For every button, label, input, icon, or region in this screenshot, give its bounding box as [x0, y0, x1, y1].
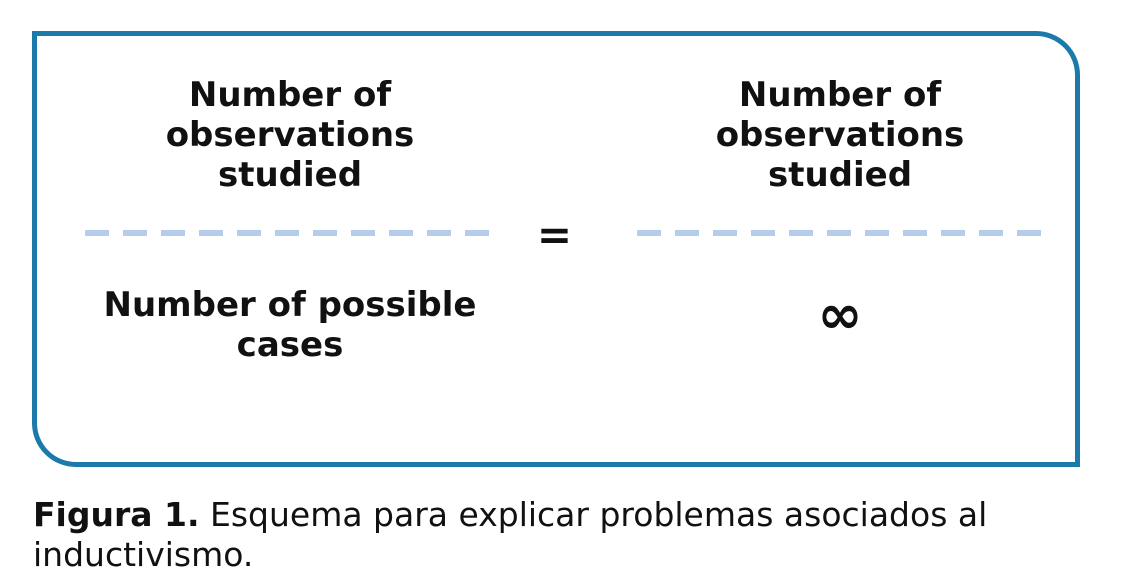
right-fraction-bar [637, 230, 1043, 236]
equation-box: Number of observations studied Number of… [32, 31, 1080, 467]
figure-caption: Figura 1. Esquema para explicar problema… [33, 495, 1113, 572]
figure-caption-label: Figura 1. [33, 495, 200, 534]
infinity-symbol: ∞ [817, 283, 863, 346]
equals-sign: = [536, 210, 573, 259]
figure-caption-text: Esquema para explicar problemas asociado… [33, 495, 988, 572]
left-fraction-bar [85, 230, 495, 236]
left-fraction-denominator: Number of possible cases [103, 285, 477, 365]
right-fraction-numerator: Number of observations studied [715, 75, 965, 195]
left-fraction-numerator: Number of observations studied [165, 75, 415, 195]
